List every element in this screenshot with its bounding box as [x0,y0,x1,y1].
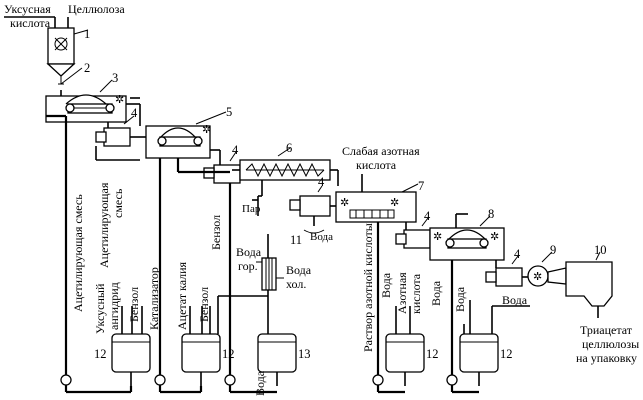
label-water-cold: Вода [286,263,312,277]
equipment-6-screw-dryer: 6 Пар [232,141,339,216]
label-7: 7 [418,179,424,193]
label-12b: 12 [222,347,235,361]
label-benzene-1: Бензол [209,215,223,250]
equipment-8-stabilizer: ✲ ✲ 8 [429,207,505,261]
label-product-3: на упаковку [576,351,637,365]
label-nitric-solution: Раствор азотной кислоты [361,223,375,352]
label-3: 3 [112,71,118,85]
label-4e: 4 [514,247,521,261]
label-acetic-acid-2: кислота [10,16,51,30]
label-nitric-acid-2: кислота [409,273,423,314]
equipment-1-mixer: 1 [46,27,90,84]
gear-icon-7a: ✲ [340,197,349,209]
gear-icon-9: ✲ [533,271,542,283]
label-acetylating-mix-1: Ацетилирующая смесь [71,194,85,312]
label-benzene-2: Бензол [127,287,141,322]
label-weak-nitric-1: Слабая азотная [342,144,420,158]
vessel-inlets [121,300,471,334]
piping [46,97,530,394]
gear-icon-3: ✲ [115,94,124,106]
label-13: 13 [298,347,311,361]
rotated-labels: Ацетилирующая смесь Ацетилирующая смесь … [71,182,528,352]
label-steam: Пар [242,203,261,215]
gear-icon-8b: ✲ [490,231,499,243]
label-12d: 12 [500,347,513,361]
equipment-3-acetylator: 2 ✲ 3 [45,61,127,123]
label-water-12a: Вода [379,272,393,298]
label-acetylating-mix-2b: смесь [111,188,125,218]
vessel-12-d: 12 [459,333,513,386]
label-12c: 12 [426,347,439,361]
label-water-12c: Вода [453,286,467,312]
pumps [60,374,458,386]
label-water-11: Вода [310,231,333,243]
equipment-5-acetylator: ✲ 5 [145,105,232,159]
vessel-12-a: 12 [94,333,151,386]
label-water-right: Вода [502,293,528,307]
label-10: 10 [594,243,607,257]
label-product-1: Триацетат [580,323,633,337]
equipment-7-washer: Слабая азотная кислота ✲ ✲ 7 [330,144,424,223]
label-benzene-3: Бензол [197,287,211,322]
label-12a: 12 [94,347,107,361]
label-potassium-acetate: Ацетат калия [175,261,189,330]
gear-icon-8a: ✲ [433,231,442,243]
label-5: 5 [226,105,232,119]
vessel-12-c: 12 [385,333,439,386]
equipment-4-first: 4 [95,106,146,147]
label-2: 2 [84,61,90,75]
label-4b: 4 [232,143,239,157]
equipment-9-10-dryer: 4 ✲ 9 10 Триацетат целлюлозы на упаковку [485,243,639,365]
label-9: 9 [550,243,556,257]
gear-icon-5: ✲ [202,124,211,136]
label-water-cold-2: хол. [286,277,306,291]
label-4c: 4 [318,175,325,189]
label-acetic-acid: Уксусная [4,2,51,16]
label-water-12b: Вода [429,280,443,306]
label-acetylating-mix-2a: Ацетилирующая [97,182,111,268]
label-8: 8 [488,207,494,221]
label-water-bottom: Вода [253,370,267,396]
label-water-hot: Вода [236,245,262,259]
label-weak-nitric-2: кислота [356,158,397,172]
label-cellulose: Целлюлоза [68,2,125,16]
label-6: 6 [286,141,292,155]
label-acetic-anhydride-1: Уксусный [93,283,107,334]
label-4a: 4 [131,106,138,120]
gear-icon-7b: ✲ [390,197,399,209]
label-catalyst: Катализатор [147,267,161,330]
label-product-2: целлюлозы [582,337,639,351]
label-1: 1 [84,27,90,41]
vessel-13: 13 Вода [253,333,311,396]
label-11: 11 [290,233,302,247]
label-water-hot-2: гор. [238,259,258,273]
heat-exchanger: Вода гор. Вода хол. [236,234,312,334]
vessel-12-b: 12 [181,333,235,386]
feed-inputs: Уксусная кислота Целлюлоза [4,2,125,30]
label-4d: 4 [424,209,431,223]
label-acetic-anhydride-2: ангидрид [107,282,121,330]
equipment-4-third: 4 11 Вода [289,175,333,247]
label-nitric-acid: Азотная [395,272,409,314]
